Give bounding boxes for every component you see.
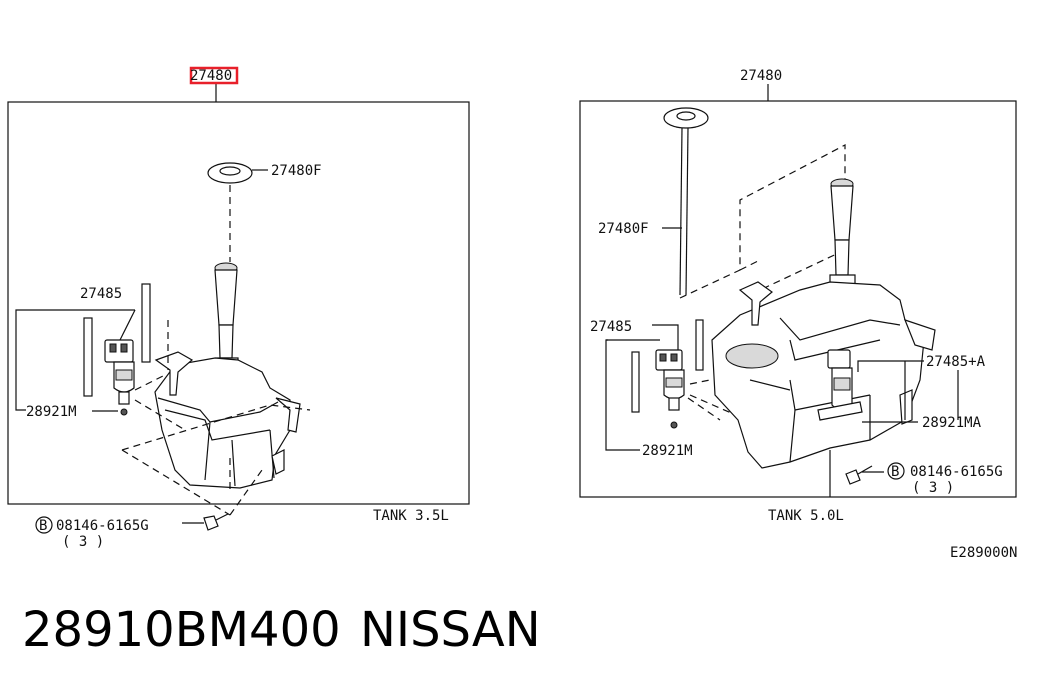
left-bolt-qty: ( 3 ) [62, 534, 104, 550]
right-tank-part-no[interactable]: 27480 [740, 68, 782, 84]
footer-part-number: 28910BM400 [22, 602, 341, 658]
left-cap-part-no[interactable]: 27480F [271, 163, 322, 179]
right-bolt-qty: ( 3 ) [912, 480, 954, 496]
left-bolt: B [35, 513, 229, 534]
right-grommet-part-no[interactable]: 28921M [642, 443, 693, 459]
right-tank-body [711, 281, 926, 469]
left-assembly: 27480 27480F [7, 66, 470, 550]
right-bolt-part-no[interactable]: 08146-6165G [910, 464, 1003, 480]
right-hose-2 [631, 351, 640, 413]
part-highlight-box[interactable] [189, 66, 239, 85]
right-assembly: 27480 27480F [579, 68, 1017, 524]
right-cap [663, 107, 709, 296]
footer-brand: NISSAN [360, 602, 541, 658]
diagram-code: E289000N [950, 545, 1017, 561]
right-bolt-symbol: B [891, 464, 899, 480]
right-pump-2 [817, 349, 863, 421]
right-cap-part-no[interactable]: 27480F [598, 221, 649, 237]
left-hose-2 [83, 317, 93, 397]
right-frame [579, 100, 1017, 498]
right-grommet2-part-no[interactable]: 28921MA [922, 415, 982, 431]
right-pump2-part-no[interactable]: 27485+A [926, 354, 986, 370]
right-pump-part-no[interactable]: 27485 [590, 319, 632, 335]
left-tank-capacity: TANK 3.5L [373, 508, 449, 524]
left-grommet-part-no[interactable]: 28921M [26, 404, 77, 420]
left-cap [207, 162, 253, 184]
left-bolt-part-no[interactable]: 08146-6165G [56, 518, 149, 534]
right-hose-1 [695, 319, 704, 371]
right-tank-capacity: TANK 5.0L [768, 508, 844, 524]
left-tank-part-no[interactable]: 27480 [190, 68, 232, 84]
right-pump [655, 349, 685, 429]
right-bolt: B [845, 462, 905, 485]
left-pump-part-no[interactable]: 27485 [80, 286, 122, 302]
left-pump [104, 339, 135, 416]
left-hose-1 [141, 283, 151, 363]
left-bolt-symbol: B [39, 518, 47, 534]
